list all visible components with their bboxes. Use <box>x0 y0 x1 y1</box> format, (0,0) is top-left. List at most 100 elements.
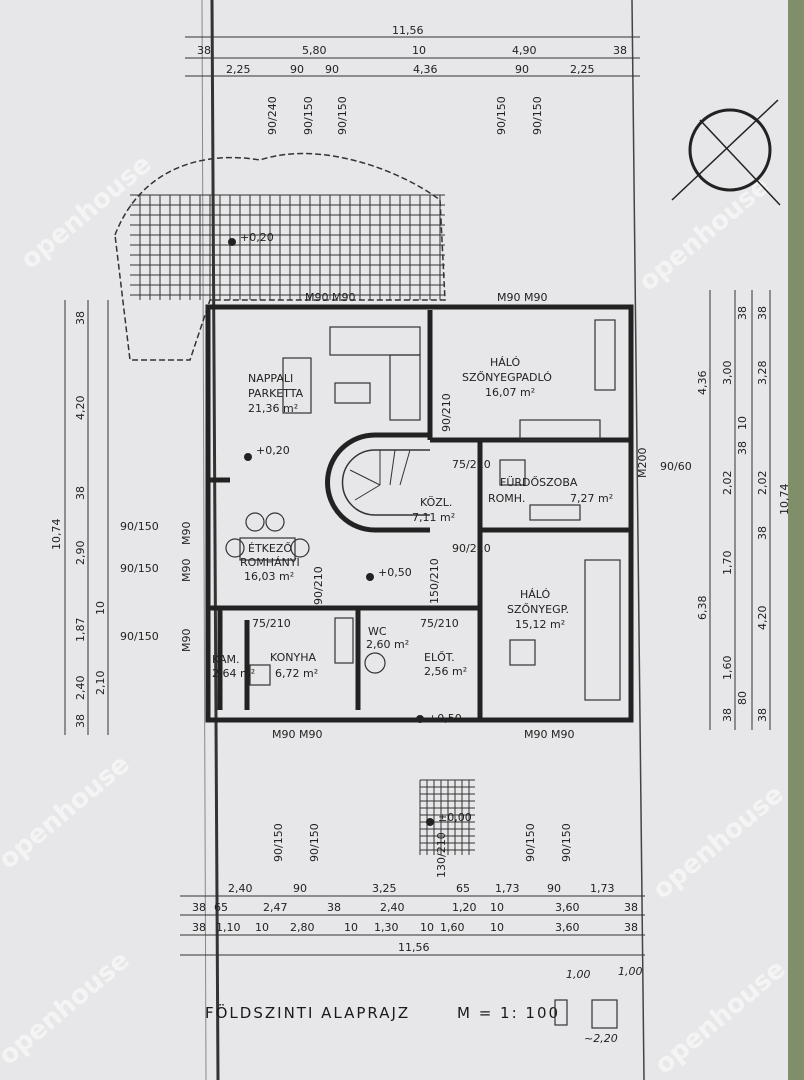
spiral-staircase <box>325 432 430 533</box>
room-area: 6,72 m² <box>275 667 318 680</box>
room-area: 2,56 m² <box>424 665 467 678</box>
door-label: 75/210 <box>252 617 291 630</box>
room-name: HÁLÓ <box>490 356 521 369</box>
window-label: M90 <box>180 522 193 546</box>
room-label-etkezo: ÉTKEZŐ ROMHÁNYI 16,03 m² <box>240 541 300 583</box>
dimension-label: 38 <box>756 526 769 540</box>
dimension-label: 10 <box>736 416 749 430</box>
dimension-label: 1,73 <box>590 882 615 895</box>
dimension-label: 80 <box>736 691 749 705</box>
window-label: M200 <box>636 448 649 479</box>
handwritten-note: ~2,20 <box>584 1032 618 1045</box>
dimension-label: 2,25 <box>570 63 595 76</box>
room-label-eloter: ELŐT. 2,56 m² <box>424 650 467 678</box>
room-area: 16,07 m² <box>485 386 535 399</box>
opening-label: 90/150 <box>308 823 321 862</box>
dimension-label: 38 <box>613 44 627 57</box>
dimension-label: 2,80 <box>290 921 315 934</box>
dimension-label: 2,40 <box>380 901 405 914</box>
dimension-label: 38 <box>74 486 87 500</box>
window-label: M90 M90 <box>272 728 322 741</box>
dimension-label: 1,10 <box>216 921 241 934</box>
room-label-furdoszoba: FÜRDŐSZOBA ROMH. 7,27 m² <box>488 475 613 505</box>
dimension-label: 10 <box>420 921 434 934</box>
dimension-label: 3,00 <box>721 361 734 386</box>
dimension-label: 38 <box>197 44 211 57</box>
dimension-label: 2,47 <box>263 901 288 914</box>
page-edge-line <box>631 0 645 1080</box>
dimension-label: 2,02 <box>721 471 734 496</box>
dimension-label: 10 <box>490 921 504 934</box>
dimension-label: 4,20 <box>756 606 769 631</box>
room-floor: SZŐNYEGP. <box>507 602 569 616</box>
dimension-label: 2,90 <box>74 541 87 566</box>
dimension-label: 5,80 <box>302 44 327 57</box>
opening-label: 90/150 <box>120 520 159 533</box>
dimension-label: 10 <box>412 44 426 57</box>
handwritten-note: 1,00 <box>566 968 591 981</box>
room-area: 7,27 m² <box>570 492 613 505</box>
room-name: NAPPALI <box>248 372 293 385</box>
dimension-label: 10 <box>255 921 269 934</box>
dimension-label: 90 <box>293 882 307 895</box>
room-label-halo-2: HÁLÓ SZŐNYEGP. 15,12 m² <box>507 588 569 631</box>
dimension-label: 3,25 <box>372 882 397 895</box>
room-floor: SZŐNYEGPADLÓ <box>462 370 552 384</box>
level-markers: +0,20 +0,20 +0,50 +0,50 ±0,00 <box>228 231 472 826</box>
level-label: ±0,00 <box>438 811 472 824</box>
dimension-label: 4,36 <box>413 63 438 76</box>
door-label: 90/210 <box>312 566 325 605</box>
room-area: 15,12 m² <box>515 618 565 631</box>
room-name: KAM. <box>212 653 240 666</box>
room-label-kamra: KAM. 2,64 m² <box>212 653 255 680</box>
opening-label: 90/150 <box>120 630 159 643</box>
room-name: FÜRDŐSZOBA <box>500 475 578 489</box>
opening-label: 90/150 <box>524 823 537 862</box>
furniture <box>225 319 621 701</box>
dimension-label: 38 <box>74 714 87 728</box>
room-area: 16,03 m² <box>244 570 294 583</box>
dimension-label: 65 <box>214 901 228 914</box>
binding-line-thin <box>201 0 207 1080</box>
opening-label: 90/150 <box>560 823 573 862</box>
dimension-label: 38 <box>74 311 87 325</box>
window-labels: M90 M90 M90 M90 M90 M90 M90 M90 M90 M90 … <box>180 291 649 741</box>
dimension-label: 38 <box>756 306 769 320</box>
opening-label: 90/150 <box>336 96 349 135</box>
room-area: 21,36 m² <box>248 402 298 415</box>
dimension-label: 4,90 <box>512 44 537 57</box>
background-edge <box>788 0 804 1080</box>
room-area: 7,11 m² <box>412 511 455 524</box>
opening-label: 90/60 <box>660 460 692 473</box>
dimension-label: 38 <box>624 921 638 934</box>
room-floor: ROMHÁNYI <box>240 556 300 569</box>
dimension-label: 1,73 <box>495 882 520 895</box>
dimension-label: 11,56 <box>392 24 424 37</box>
dimension-label: 38 <box>192 901 206 914</box>
dimension-label: 90 <box>325 63 339 76</box>
door-label: 75/210 <box>420 617 459 630</box>
terrace-paving <box>114 152 446 361</box>
dimension-label: 2,10 <box>94 671 107 696</box>
dimension-label: 10 <box>344 921 358 934</box>
dimension-label: 11,56 <box>398 941 430 954</box>
level-label: +0,50 <box>428 712 462 725</box>
room-name: HÁLÓ <box>520 588 551 601</box>
dimension-label: 1,60 <box>440 921 465 934</box>
door-label: 150/210 <box>428 558 441 604</box>
dimension-label: 1,70 <box>721 551 734 576</box>
window-label: M90 <box>180 559 193 583</box>
room-area: 2,60 m² <box>366 638 409 651</box>
dimension-label: 38 <box>624 901 638 914</box>
dimension-label: 2,02 <box>756 471 769 496</box>
opening-label: 90/150 <box>302 96 315 135</box>
room-name: WC <box>368 625 387 638</box>
opening-label: 90/150 <box>495 96 508 135</box>
dimension-label: 3,60 <box>555 901 580 914</box>
drawing-title: FÖLDSZINTI ALAPRAJZ <box>205 1003 410 1022</box>
